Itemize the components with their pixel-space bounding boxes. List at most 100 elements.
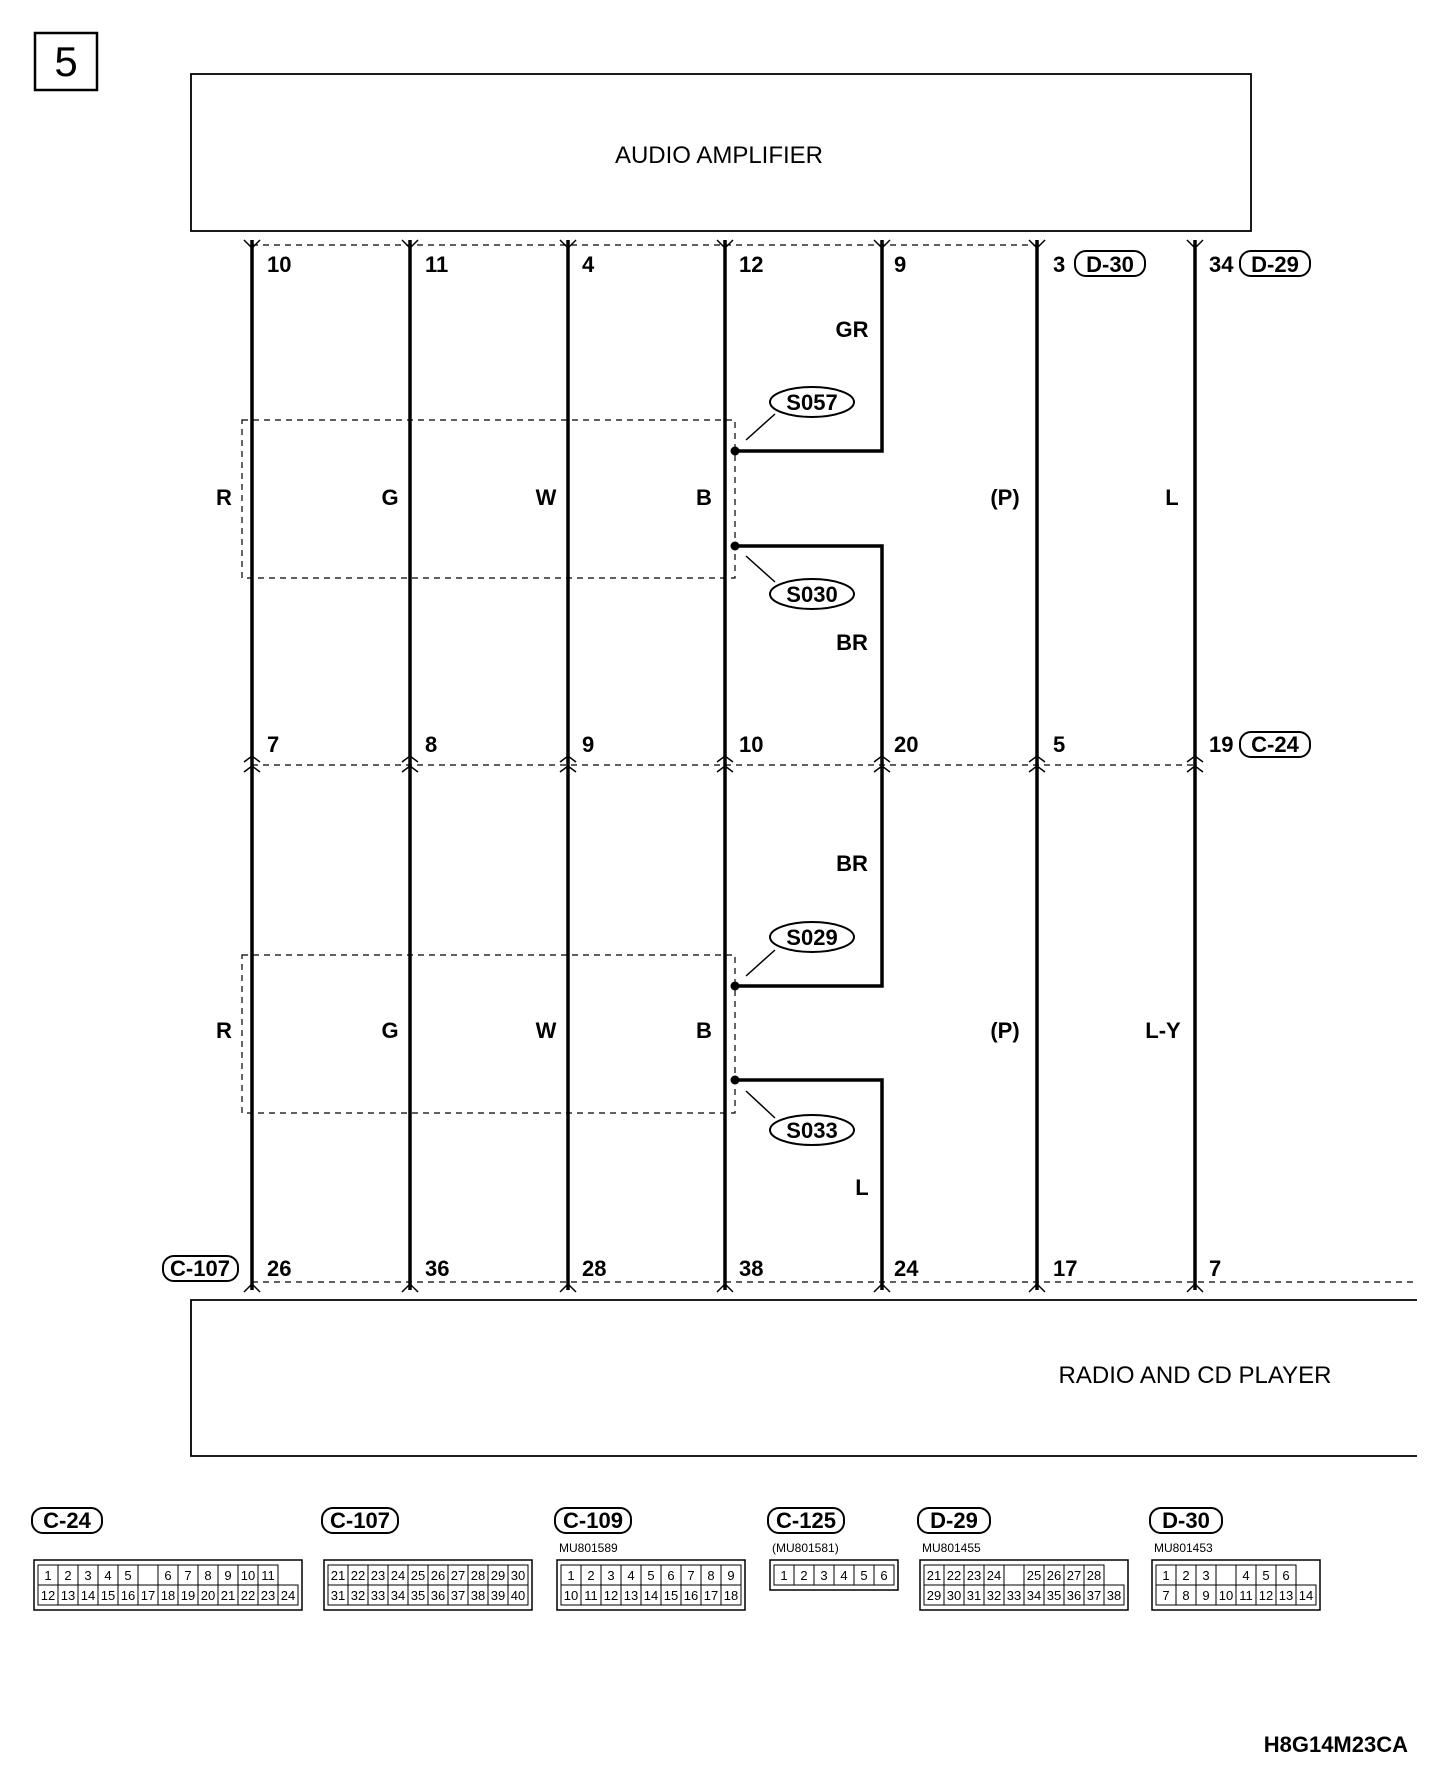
connector-c-24-cell bbox=[137, 1564, 159, 1586]
connector-c-109-pin: 5 bbox=[647, 1568, 654, 1583]
connector-c-107-pin: 40 bbox=[511, 1588, 525, 1603]
connector-c-107-pin: 31 bbox=[331, 1588, 345, 1603]
top-pin-7: 34 bbox=[1209, 252, 1234, 277]
audio-amplifier-label: AUDIO AMPLIFIER bbox=[615, 142, 823, 169]
connector-d-29-pin: 28 bbox=[1087, 1568, 1101, 1583]
connector-c-109-pin: 17 bbox=[704, 1588, 718, 1603]
connector-d-30-pin: 5 bbox=[1262, 1568, 1269, 1583]
splice-s030-outline bbox=[769, 578, 855, 610]
wire-color-lower-2: G bbox=[381, 1018, 398, 1043]
connector-c-24-pin: 4 bbox=[104, 1568, 111, 1583]
connector-d-30-pin: 9 bbox=[1202, 1588, 1209, 1603]
connector-d-30-body bbox=[1151, 1559, 1321, 1611]
connector-c-109-tag: C-109 bbox=[563, 1508, 623, 1533]
splice-dot-s030 bbox=[730, 541, 740, 551]
connector-c-107-pin: 26 bbox=[431, 1568, 445, 1583]
connector-d-30-pin: 11 bbox=[1239, 1588, 1253, 1603]
connector-c-24-pin: 3 bbox=[84, 1568, 91, 1583]
connector-c-109-pin: 14 bbox=[644, 1588, 658, 1603]
connector-c-107-pin: 35 bbox=[411, 1588, 425, 1603]
connector-d-30-pin: 12 bbox=[1259, 1588, 1273, 1603]
top-pin-3: 4 bbox=[582, 252, 595, 277]
connector-c-125-pin: 6 bbox=[880, 1568, 887, 1583]
connector-c-24-cell bbox=[277, 1584, 299, 1606]
connector-d-30-pin: 3 bbox=[1202, 1568, 1209, 1583]
connector-c-109-pin: 16 bbox=[684, 1588, 698, 1603]
connector-c-24-body bbox=[33, 1559, 303, 1611]
splice-s030-arrow bbox=[745, 555, 776, 583]
connector-c-107-tag-outline bbox=[321, 1507, 399, 1534]
shield-box-upper bbox=[241, 419, 736, 579]
connector-c-107-pin: 25 bbox=[411, 1568, 425, 1583]
connector-c-107-pin: 30 bbox=[511, 1568, 525, 1583]
connector-d-29-pin: 37 bbox=[1087, 1588, 1101, 1603]
wire-color-upper-1: R bbox=[216, 485, 232, 510]
connector-c-125-body bbox=[769, 1559, 899, 1591]
connector-c-107-pin: 24 bbox=[391, 1568, 405, 1583]
connector-c-24-pin: 8 bbox=[204, 1568, 211, 1583]
connector-c-24-pin: 17 bbox=[141, 1588, 155, 1603]
splice-s029-outline bbox=[769, 921, 855, 953]
connector-c-24-pin: 2 bbox=[64, 1568, 71, 1583]
connector-c-107-cell bbox=[507, 1584, 529, 1606]
bottom-terminal-marks bbox=[243, 1282, 1204, 1293]
connector-c-24-pin: 18 bbox=[161, 1588, 175, 1603]
connector-c-24-pin: 6 bbox=[164, 1568, 171, 1583]
connector-c-125-tag-outline bbox=[767, 1507, 845, 1534]
connector-c-109-pin: 6 bbox=[667, 1568, 674, 1583]
connector-d-30-pin: 8 bbox=[1182, 1588, 1189, 1603]
connector-d-30-pin: 4 bbox=[1242, 1568, 1249, 1583]
page-number-box bbox=[33, 31, 99, 92]
wire-color-lower-4: B bbox=[696, 1018, 712, 1043]
connector-c-109-pin: 15 bbox=[664, 1588, 678, 1603]
connector-d-30-pin: 14 bbox=[1299, 1588, 1313, 1603]
top-terminal-marks bbox=[243, 239, 1204, 250]
connector-c-125-pin: 2 bbox=[800, 1568, 807, 1583]
wire-color-lower-5: (P) bbox=[990, 1018, 1019, 1043]
wire-gr bbox=[735, 240, 884, 453]
connector-c-24-pin: 15 bbox=[101, 1588, 115, 1603]
connector-c-107-pin: 39 bbox=[491, 1588, 505, 1603]
connector-d-29-pin: 23 bbox=[967, 1568, 981, 1583]
wire-color-lower-1: R bbox=[216, 1018, 232, 1043]
wire-color-br-upper: BR bbox=[836, 630, 868, 655]
wire-color-upper-5: (P) bbox=[990, 485, 1019, 510]
connector-c-109-pin: 10 bbox=[564, 1588, 578, 1603]
connector-d-29-pin: 31 bbox=[967, 1588, 981, 1603]
wires bbox=[250, 240, 1197, 1290]
tag-d29-top-outline bbox=[1239, 250, 1311, 277]
connector-c-24-pin: 11 bbox=[261, 1568, 275, 1583]
connector-c-24-pin: 12 bbox=[41, 1588, 55, 1603]
bottom-pin-7: 7 bbox=[1209, 1256, 1221, 1281]
tag-c107-bottom-outline bbox=[162, 1255, 239, 1282]
connector-c-109-pin: 3 bbox=[607, 1568, 614, 1583]
connector-c-109-pin: 7 bbox=[687, 1568, 694, 1583]
connector-c-125-tag: C-125 bbox=[776, 1508, 836, 1533]
connector-c-24-pin: 22 bbox=[241, 1588, 255, 1603]
tag-c107-bottom: C-107 bbox=[170, 1256, 230, 1281]
connector-c-107-pin: 36 bbox=[431, 1588, 445, 1603]
connector-c-107-pin: 32 bbox=[351, 1588, 365, 1603]
connector-d-29-tag: D-29 bbox=[930, 1508, 978, 1533]
connector-d-29-tag-outline bbox=[917, 1507, 991, 1534]
shield-box-lower bbox=[241, 954, 736, 1114]
top-pin-2: 11 bbox=[425, 252, 448, 277]
splice-s057-outline bbox=[769, 386, 855, 418]
connector-c-109-body bbox=[556, 1559, 746, 1611]
splice-s057-arrow bbox=[745, 413, 776, 441]
figure-code: H8G14M23CA bbox=[1264, 1732, 1408, 1757]
connector-d-30-pin: 6 bbox=[1282, 1568, 1289, 1583]
splice-s057: S057 bbox=[786, 390, 837, 415]
wire-color-upper-3: W bbox=[536, 485, 557, 510]
mid-pin-2: 8 bbox=[425, 732, 437, 757]
connector-c-109-pin: 9 bbox=[727, 1568, 734, 1583]
connector-c-107-pin: 29 bbox=[491, 1568, 505, 1583]
connector-c-109-pin: 13 bbox=[624, 1588, 638, 1603]
connector-d-29-pin: 38 bbox=[1107, 1588, 1121, 1603]
connector-d-29-pin: 34 bbox=[1027, 1588, 1041, 1603]
connector-c-107-pin: 21 bbox=[331, 1568, 345, 1583]
splice-s030: S030 bbox=[786, 582, 837, 607]
connector-d-30-pin: 13 bbox=[1279, 1588, 1293, 1603]
